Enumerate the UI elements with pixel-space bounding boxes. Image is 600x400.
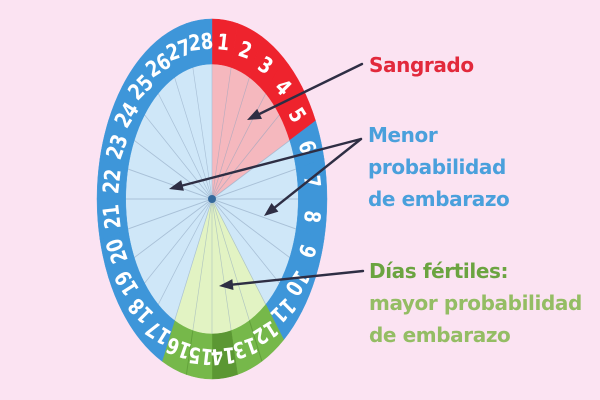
label-menor-line1: Menor (368, 123, 438, 147)
label-fertiles-line3: de embarazo (369, 323, 511, 347)
wheel-center-dot (208, 195, 216, 203)
day-divider-line (157, 93, 213, 200)
arrow-menor-right-line (269, 137, 363, 213)
day-number-28: 28 (187, 29, 214, 57)
day-divider-line (211, 198, 250, 321)
day-divider-line (127, 198, 213, 230)
day-divider-line (211, 198, 290, 259)
arrow-fertiles-head (219, 279, 234, 291)
label-menor-line3: de embarazo (368, 187, 510, 211)
green-band-seam (248, 320, 263, 362)
day-divider-line (127, 168, 213, 200)
wheel-ellipse-group (96, 18, 328, 380)
day-divider-line (192, 198, 213, 331)
day-number-21: 21 (98, 203, 126, 230)
arrow-menor-left-line (175, 137, 363, 189)
arrow-sangrado-head (247, 108, 262, 120)
label-sangrado-text: Sangrado (369, 53, 474, 77)
label-menor-line2: probabilidad (368, 155, 506, 179)
day-number-8: 8 (298, 209, 325, 224)
day-divider-line (211, 139, 290, 200)
day-number-15: 15 (187, 342, 214, 370)
day-divider-line (134, 198, 213, 259)
label-sangrado: Sangrado (369, 52, 474, 78)
label-fertiles-line2: mayor probabilidad (369, 291, 582, 315)
label-dias-fertiles: Días fértiles: mayor probabilidad de emb… (369, 255, 582, 351)
day-number-22: 22 (98, 168, 126, 195)
day-divider-line (144, 114, 213, 200)
day-divider-line (157, 198, 213, 305)
day-divider-line (211, 168, 297, 200)
day-divider-line (211, 198, 280, 284)
arrow-menor-left-head (169, 180, 184, 191)
day-divider-line (144, 198, 213, 284)
label-menor-probabilidad: Menor probabilidad de embarazo (368, 119, 510, 215)
label-fertiles-title: Días fértiles: (369, 259, 509, 283)
day-number-14: 14 (210, 342, 237, 370)
day-divider-line (192, 67, 213, 200)
day-divider-line (211, 77, 250, 200)
arrow-sangrado-line (252, 62, 364, 118)
day-divider-line (211, 198, 232, 331)
day-number-1: 1 (216, 29, 231, 56)
arrow-menor-right-head (264, 202, 279, 216)
day-divider-line (211, 114, 280, 200)
day-divider-line (211, 198, 297, 230)
green-band-seam (185, 330, 194, 375)
band-segment-day-28 (186, 18, 213, 68)
day-divider-line (174, 198, 213, 321)
day-number-7: 7 (298, 174, 325, 189)
day-divider-line (211, 198, 267, 305)
day-divider-line (134, 139, 213, 200)
arrow-fertiles-line (225, 269, 365, 287)
